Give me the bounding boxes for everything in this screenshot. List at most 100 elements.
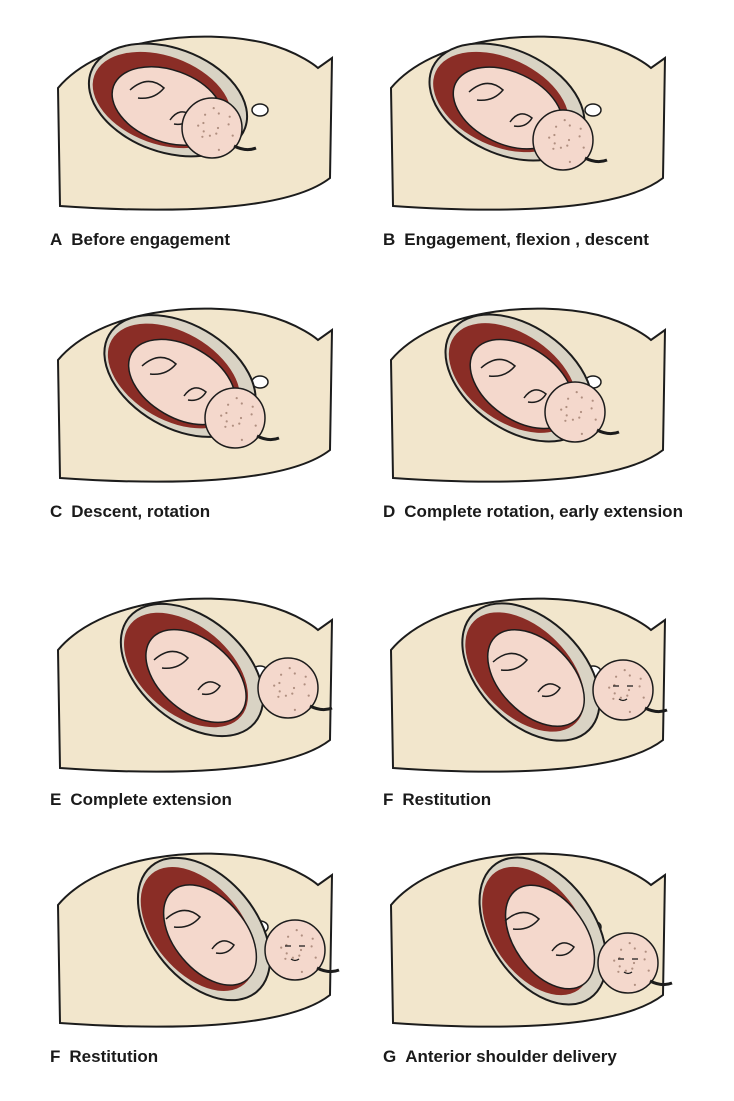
head-speckle [633, 947, 636, 950]
pubic-bone [251, 103, 269, 117]
head-speckle [627, 688, 631, 692]
head-speckle [280, 946, 283, 949]
head-speckle [250, 413, 253, 416]
head-speckle [555, 125, 558, 128]
head-speckle [575, 391, 578, 394]
panel-d-illustration [389, 307, 667, 483]
head-speckle [626, 694, 629, 697]
head-speckle [619, 696, 622, 699]
head-speckle [552, 147, 555, 150]
head-speckle [311, 937, 314, 940]
head-speckle [638, 685, 641, 688]
birth-canal [649, 979, 673, 987]
head-speckle [288, 667, 291, 670]
head-speckle [548, 136, 551, 139]
head-speckle [278, 690, 281, 693]
head-speckle [197, 124, 200, 127]
head-speckle [620, 948, 623, 951]
head-speckle [238, 422, 241, 425]
panel-d-letter: D [383, 502, 396, 521]
head-speckle [293, 672, 296, 675]
fetal-legs [141, 356, 178, 376]
panel-f2-label: Restitution [69, 1047, 159, 1066]
birth-canal [644, 706, 668, 714]
panel-f1-illustration [389, 597, 668, 773]
head-speckle [284, 694, 287, 697]
panel-a-letter: A [50, 230, 63, 249]
head-speckle [227, 123, 230, 126]
head-speckle [632, 961, 636, 965]
head-speckle [291, 956, 294, 959]
panel-a-label: Before engagement [71, 230, 230, 249]
head-speckle [624, 969, 627, 972]
fetal-legs [504, 911, 541, 931]
fetal-legs [492, 652, 529, 672]
head-speckle [628, 942, 631, 945]
fetal-head [181, 97, 243, 159]
head-speckle [303, 683, 306, 686]
head-speckle [201, 135, 204, 138]
panel-a: A Before engagement [50, 28, 380, 249]
fetal-arm [509, 113, 533, 128]
head-speckle [202, 121, 205, 125]
head-speckle [254, 424, 257, 427]
head-speckle [225, 411, 228, 415]
panel-c-illustration [56, 307, 334, 483]
head-speckle [615, 675, 618, 678]
fetal-arm [211, 940, 235, 955]
head-speckle [647, 969, 650, 972]
panel-f1-label: Restitution [402, 790, 492, 809]
head-speckle [563, 119, 566, 122]
head-speckle [639, 677, 642, 680]
head-speckle [217, 112, 220, 115]
head-speckle [590, 407, 593, 410]
head-speckle [643, 958, 646, 961]
head-speckle [553, 142, 556, 145]
fetal-legs [129, 80, 166, 100]
birth-canal [596, 428, 620, 436]
fetal-legs [480, 358, 517, 378]
head-speckle [208, 134, 211, 137]
head-speckle [582, 146, 585, 149]
head-speckle [578, 135, 581, 138]
head-speckle [273, 684, 276, 687]
head-speckle [228, 115, 231, 118]
fetal-body [145, 628, 247, 724]
panel-f1-letter: F [383, 790, 394, 809]
head-speckle [204, 113, 207, 116]
panel-b-letter: B [383, 230, 396, 249]
head-speckle [231, 134, 234, 137]
head-speckle [314, 956, 317, 959]
fetal-head [257, 657, 319, 719]
head-speckle [240, 402, 243, 405]
head-speckle [571, 418, 574, 421]
head-speckle [304, 675, 307, 678]
panel-f2-illustration [56, 852, 340, 1028]
panel-g-label: Anterior shoulder delivery [405, 1047, 617, 1066]
head-speckle [608, 686, 611, 689]
head-speckle [240, 438, 243, 441]
head-speckle [631, 967, 634, 970]
panel-e-letter: E [50, 790, 62, 809]
head-speckle [307, 694, 310, 697]
fetal-head [204, 387, 266, 449]
head-speckle [580, 396, 583, 399]
head-speckle [591, 399, 594, 402]
head-speckle [617, 970, 620, 973]
head-speckle [594, 418, 597, 421]
head-speckle [202, 130, 205, 133]
head-speckle [613, 959, 616, 962]
head-speckle [633, 983, 636, 986]
head-speckle [251, 405, 254, 408]
fetal-arm [197, 681, 221, 696]
birth-canal [256, 434, 280, 442]
fetal-legs [153, 650, 190, 670]
head-speckle [231, 424, 234, 427]
fetal-face [618, 958, 638, 975]
birth-canal [233, 144, 257, 152]
